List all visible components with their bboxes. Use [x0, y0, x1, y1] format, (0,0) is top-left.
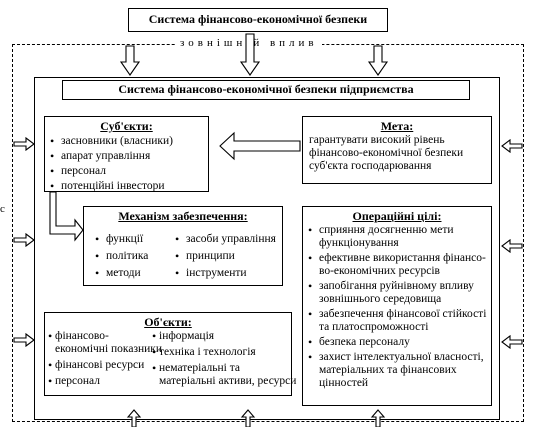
subjects-heading: Суб'єкти:: [100, 119, 153, 133]
left-input-arrow-2: [13, 232, 35, 248]
list-item: засоби управління: [174, 231, 276, 248]
goal-to-subjects-arrow: [219, 131, 301, 161]
left-input-arrow-3: [13, 332, 35, 348]
list-item: політика: [94, 248, 148, 265]
goal-heading: Мета:: [380, 119, 414, 133]
list-item: ефективне використання фінансо-во-економ…: [307, 252, 491, 278]
top-title-box: Система фінансово-економічної безпеки: [128, 8, 388, 32]
subjects-box: Суб'єкти: засновники (власники) апарат у…: [44, 116, 209, 192]
subjects-to-mechanism-arrow: [49, 191, 84, 242]
list-item: потенційні інвестори: [49, 179, 208, 191]
enterprise-title-box: Система фінансово-економічної безпеки пі…: [62, 80, 470, 100]
list-item: інформація: [151, 330, 296, 343]
list-item: персонал: [49, 164, 208, 179]
left-input-arrow-1: [13, 136, 35, 152]
list-item: фінансові ресурси: [47, 359, 162, 372]
list-item: принципи: [174, 248, 276, 265]
subjects-list: засновники (власники) апарат управління …: [49, 134, 208, 191]
operational-box: Операційні цілі: сприяння досягненню мет…: [302, 206, 492, 406]
list-item: засновники (власники): [49, 134, 208, 149]
mechanism-heading: Механізм забезпечення:: [118, 209, 248, 223]
list-item: функції: [94, 231, 148, 248]
down-arrow-left: [119, 45, 141, 76]
right-input-arrow-3: [501, 334, 523, 350]
down-arrow-right: [367, 45, 389, 76]
goal-line: суб'єкта господарювання: [309, 160, 432, 172]
list-item: техніка і технологія: [151, 346, 296, 359]
bottom-input-arrow-3: [370, 409, 386, 427]
mechanism-box: Механізм забезпечення: функції політика …: [83, 206, 283, 286]
down-arrow-center: [239, 33, 261, 76]
mechanism-col2: засоби управління принципи інструменти: [174, 231, 276, 282]
bottom-input-arrow-2: [240, 409, 256, 427]
objects-col2: інформація техніка і технологія нематері…: [151, 330, 296, 388]
mechanism-col1: функції політика методи: [94, 231, 148, 282]
list-item: захист інтелектуальної власності,матеріа…: [307, 351, 491, 390]
objects-box: Об'єкти: фінансово-економічні показники …: [44, 312, 296, 396]
operational-heading: Операційні цілі:: [352, 209, 442, 223]
goal-line: гарантувати високий рівень: [309, 134, 445, 146]
list-item: методи: [94, 265, 148, 282]
top-title: Система фінансово-економічної безпеки: [148, 12, 368, 26]
enterprise-title: Система фінансово-економічної безпеки пі…: [118, 82, 414, 96]
list-item: фінансово-економічні показники: [47, 330, 162, 356]
list-item: апарат управління: [49, 149, 208, 164]
goal-line: фінансово-економічної безпеки: [309, 147, 464, 159]
list-item: персонал: [47, 375, 162, 388]
right-input-arrow-2: [501, 238, 523, 254]
side-mark: с: [0, 203, 5, 215]
goal-box: Мета: гарантувати високий рівень фінансо…: [302, 116, 492, 184]
bottom-input-arrow-1: [126, 409, 142, 427]
list-item: запобігання руйнівному впливузовнішнього…: [307, 280, 491, 306]
right-input-arrow-1: [501, 138, 523, 154]
list-item: інструменти: [174, 265, 276, 282]
list-item: безпека персоналу: [307, 336, 491, 349]
objects-heading: Об'єкти:: [144, 315, 192, 329]
objects-col1: фінансово-економічні показники фінансові…: [47, 330, 162, 388]
goal-text: гарантувати високий рівень фінансово-еко…: [309, 134, 491, 173]
